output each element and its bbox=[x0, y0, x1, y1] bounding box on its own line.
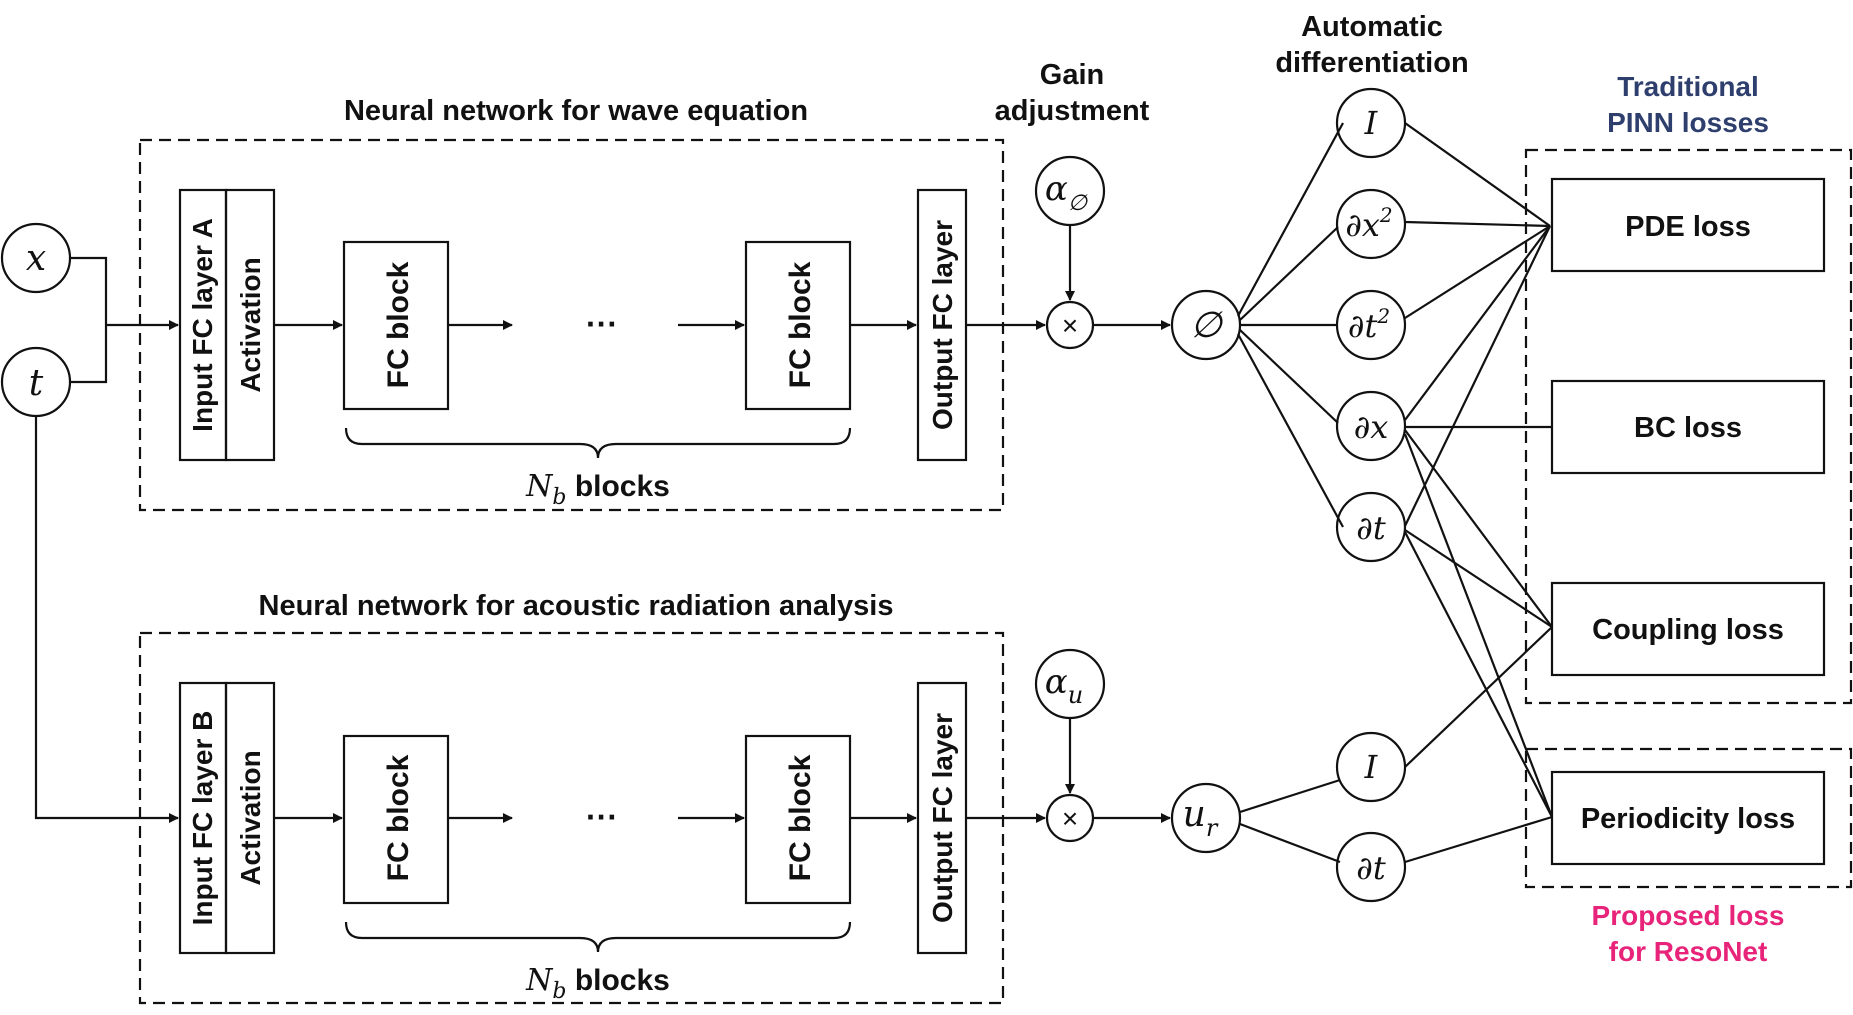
ur-fanout-lines bbox=[1239, 778, 1341, 864]
loss-connection-lines bbox=[1403, 122, 1554, 864]
autodiff-node-dt bbox=[1335, 491, 1407, 563]
top-blocks-label: Nb blocks bbox=[525, 469, 670, 510]
input-t-label: t bbox=[29, 363, 44, 404]
input-x-label: x bbox=[26, 238, 46, 279]
t-to-input-b-wire bbox=[34, 416, 179, 823]
top-input-fc-layer-label: Input FC layer A bbox=[187, 218, 218, 432]
autodiff-node-identity-label: I bbox=[1364, 104, 1379, 142]
traditional-losses-region bbox=[1524, 148, 1853, 705]
bottom-multiply-label: × bbox=[1062, 803, 1078, 834]
autodiff-node-dt-label: ∂t bbox=[1356, 509, 1386, 547]
top-output-fc-layer-label: Output FC layer bbox=[927, 220, 958, 430]
bottom-output-fc-layer-label: Output FC layer bbox=[927, 713, 958, 923]
periodicity-loss-box bbox=[1550, 770, 1826, 866]
bottom-blocks-label: Nb blocks bbox=[525, 963, 670, 1004]
bottom-fc-block-2-label: FC block bbox=[784, 754, 817, 881]
bottom-blocks-brace bbox=[344, 921, 852, 953]
alpha-phi-label: α∅ bbox=[1045, 169, 1088, 216]
top-multiply-label: × bbox=[1062, 310, 1078, 341]
bottom-fc-block-1 bbox=[342, 734, 450, 905]
bc-loss-box bbox=[1550, 379, 1826, 475]
proposed-loss-region bbox=[1524, 747, 1853, 889]
alpha-u-label: αu bbox=[1045, 662, 1083, 709]
autodiff-bottom-node-identity bbox=[1335, 731, 1407, 803]
top-ellipsis: ··· bbox=[586, 306, 618, 342]
top-blocks-brace bbox=[344, 427, 852, 459]
pde-loss-box bbox=[1550, 177, 1826, 273]
bc-loss-label: BC loss bbox=[1634, 412, 1742, 444]
autodiff-bottom-node-dt bbox=[1335, 831, 1407, 903]
autodiff-node-dx2 bbox=[1335, 188, 1407, 260]
autodiff-bottom-node-dt-label: ∂t bbox=[1356, 849, 1386, 887]
top-fc-block-1-label: FC block bbox=[382, 261, 415, 388]
top-fc-block-2-label: FC block bbox=[784, 261, 817, 388]
t-wire bbox=[70, 325, 108, 384]
bottom-input-fc-layer-label: Input FC layer B bbox=[187, 711, 218, 926]
autodiff-node-dt2 bbox=[1335, 289, 1407, 361]
x-wire bbox=[70, 256, 108, 325]
coupling-loss-box bbox=[1550, 581, 1826, 677]
autodiff-bottom-node-identity-label: I bbox=[1364, 748, 1379, 786]
ur-node bbox=[1170, 782, 1242, 854]
top-network-title: Neural network for wave equation bbox=[344, 95, 808, 127]
autodiff-node-dx-label: ∂x bbox=[1354, 408, 1389, 446]
bottom-network-title: Neural network for acoustic radiation an… bbox=[259, 590, 894, 622]
bottom-fc-block-2 bbox=[744, 734, 852, 905]
bottom-ellipsis: ··· bbox=[586, 799, 618, 835]
autodiff-node-dx2-label: ∂x2 bbox=[1345, 203, 1392, 244]
top-activation-label: Activation bbox=[235, 257, 266, 392]
bottom-fc-block-1-label: FC block bbox=[382, 754, 415, 881]
pde-loss-label: PDE loss bbox=[1625, 211, 1751, 243]
autodiff-node-dx bbox=[1335, 390, 1407, 462]
phi-fanout-lines bbox=[1237, 122, 1344, 528]
autodiff-node-dt2-label: ∂t2 bbox=[1348, 304, 1390, 345]
phi-label: ∅ bbox=[1190, 305, 1223, 346]
periodicity-loss-label: Periodicity loss bbox=[1581, 803, 1795, 835]
bottom-activation-label: Activation bbox=[235, 750, 266, 885]
autodiff-node-identity bbox=[1335, 87, 1407, 159]
coupling-loss-label: Coupling loss bbox=[1592, 614, 1784, 646]
ur-label: ur bbox=[1183, 794, 1219, 842]
